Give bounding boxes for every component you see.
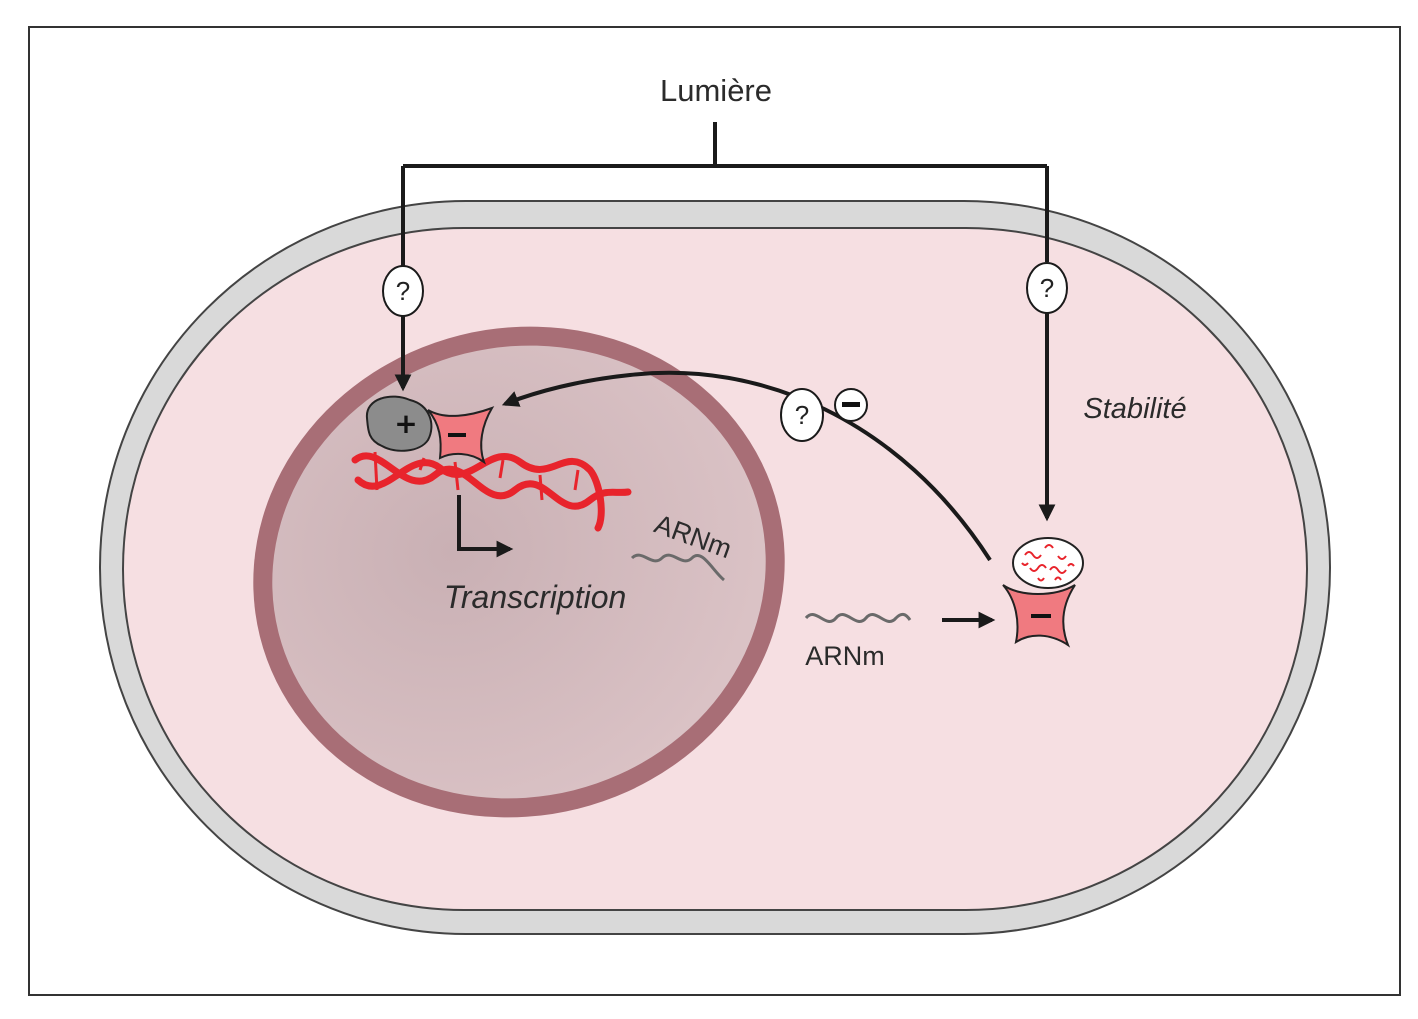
dna-rungs: [373, 451, 580, 501]
question-feedback: ?: [780, 388, 824, 442]
inhibition-sign: [834, 388, 868, 422]
light-label: Lumière: [660, 73, 772, 108]
nucleus: [253, 326, 785, 818]
nucleoplasm: [272, 345, 766, 799]
plus-sign: +: [394, 407, 417, 440]
activator-protein-icon: +: [365, 395, 433, 452]
stability-label: Stabilité: [1083, 393, 1186, 425]
dna-helix: [351, 452, 632, 532]
question-right-text: ?: [1040, 273, 1054, 303]
feedback-arrow: [501, 370, 992, 562]
protein-degradation-icon: [1012, 537, 1084, 589]
mrna-nuclear-strand: [630, 553, 726, 582]
transcription-start-arrow: [457, 495, 514, 558]
question-left-text: ?: [396, 276, 410, 306]
repressor-protein-icon: [1002, 584, 1076, 648]
question-right: ?: [1026, 262, 1068, 314]
question-feedback-text: ?: [795, 400, 809, 430]
transcription-label: Transcription: [444, 579, 627, 615]
repressor-protein-nuclear-icon: [427, 406, 495, 465]
question-left: ?: [382, 265, 424, 317]
mrna-cytoplasm-label: ARNm: [805, 641, 885, 671]
mrna-cytoplasm-strand: [804, 612, 912, 623]
light-signal-lines: [394, 122, 1056, 522]
